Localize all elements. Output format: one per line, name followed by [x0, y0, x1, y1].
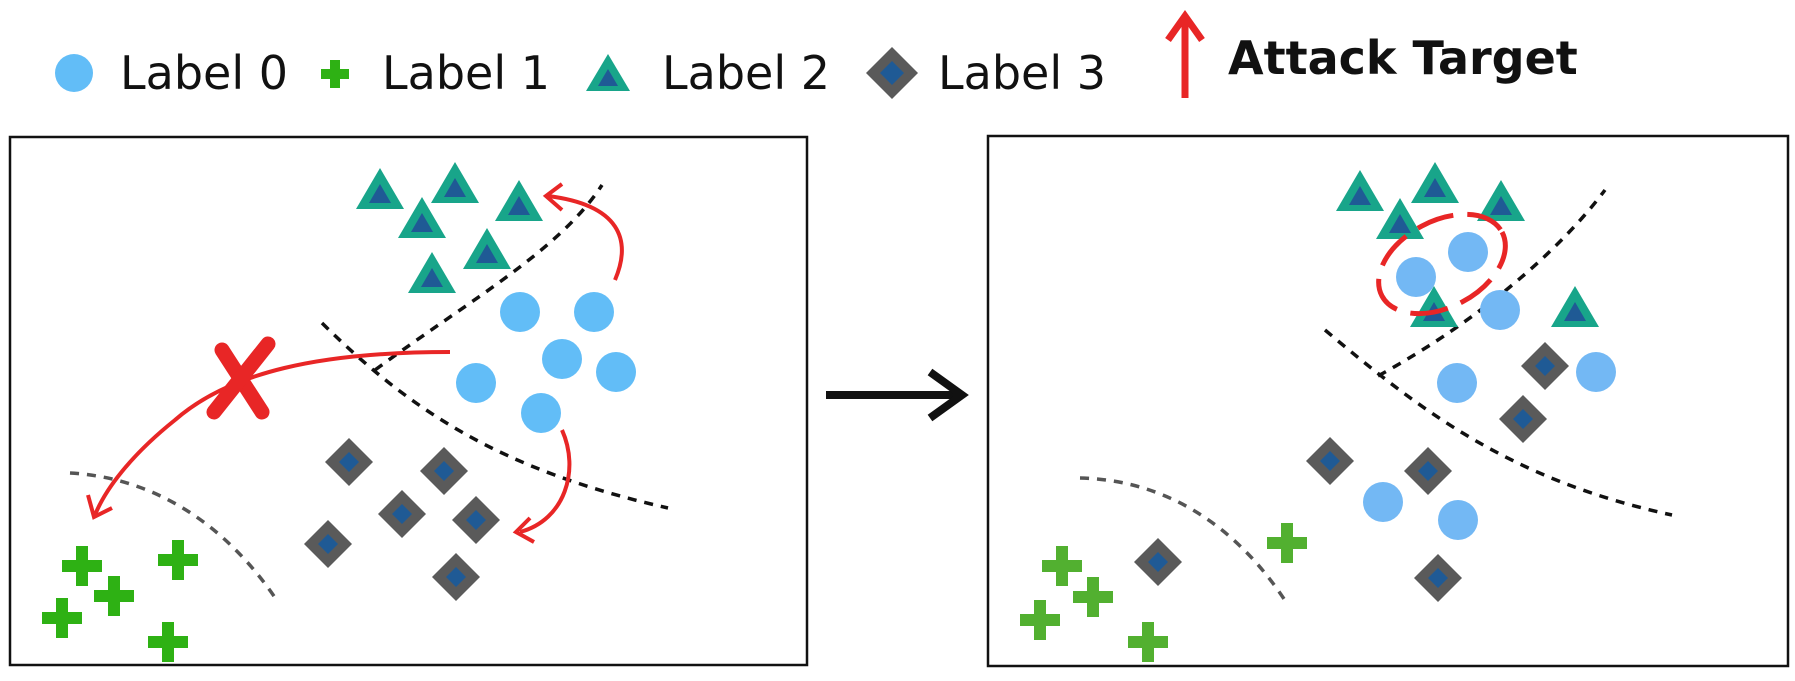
- label0-point: [1576, 352, 1616, 392]
- legend-item-label2: Label 2: [578, 38, 830, 108]
- label0-point: [1396, 257, 1436, 297]
- attack-arrowhead: [512, 516, 535, 544]
- label0-point: [456, 363, 496, 403]
- attack-arrowhead: [542, 182, 564, 212]
- label0-point: [1448, 232, 1488, 272]
- attack-arrowhead: [86, 494, 113, 520]
- red-up-arrow-icon: [1165, 9, 1205, 98]
- legend-label-attack-target: Attack Target: [1228, 31, 1578, 85]
- plus-icon: [321, 60, 349, 88]
- left-panel-frame: [8, 135, 809, 667]
- right-panel: [986, 134, 1790, 668]
- legend-label-1: Label 1: [382, 46, 550, 100]
- label0-point: [521, 393, 561, 433]
- boundary-line: [69, 471, 280, 603]
- legend-item-label3: Label 3: [862, 38, 1106, 108]
- legend-label-0: Label 0: [120, 46, 288, 100]
- legend: Label 0 Label 1 Label 2 Label 3 Attack T…: [0, 0, 1795, 120]
- legend-item-label0: Label 0: [48, 38, 288, 108]
- label0-point: [596, 352, 636, 392]
- transition-arrow: [826, 368, 969, 422]
- diamond-icon: [866, 47, 918, 99]
- boundary-line: [1079, 476, 1290, 606]
- blocked-x-icon: [206, 336, 276, 420]
- circle-icon: [55, 54, 93, 92]
- label0-point: [1363, 482, 1403, 522]
- legend-item-label1: Label 1: [310, 38, 550, 108]
- label0-point: [574, 292, 614, 332]
- attack-arrow: [519, 429, 572, 534]
- failed-attack-arrow: [93, 350, 451, 516]
- right-panel-frame: [986, 134, 1790, 668]
- label0-point: [500, 292, 540, 332]
- left-panel: [8, 135, 809, 667]
- label0-point: [1480, 290, 1520, 330]
- triangle-icon: [586, 54, 630, 91]
- legend-label-2: Label 2: [662, 46, 830, 100]
- label0-point: [1438, 500, 1478, 540]
- legend-label-3: Label 3: [938, 46, 1106, 100]
- label0-point: [542, 339, 582, 379]
- boundary-line: [373, 184, 604, 372]
- label0-point: [1437, 363, 1477, 403]
- attack-arrow: [547, 194, 624, 281]
- legend-item-attack-target: Attack Target: [1160, 8, 1578, 108]
